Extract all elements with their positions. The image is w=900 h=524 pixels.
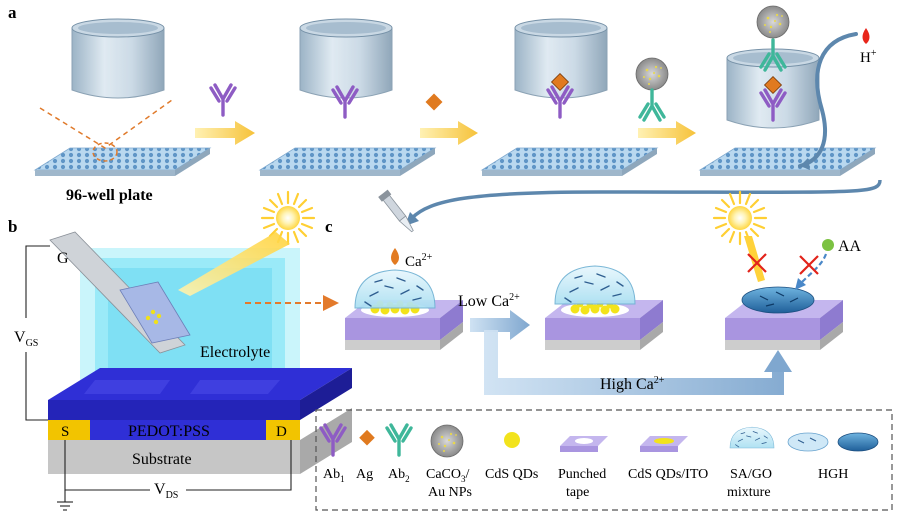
high-ca-label: High Ca bbox=[600, 376, 654, 393]
blocked-cross-icon-1 bbox=[747, 253, 767, 273]
legend-sago-icon bbox=[729, 426, 775, 449]
svg-text:Ab2: Ab2 bbox=[388, 467, 410, 484]
ca-drop-icon bbox=[391, 248, 399, 265]
legend-box bbox=[315, 409, 893, 511]
ca-superscript: 2+ bbox=[422, 252, 433, 263]
vgs-label: V bbox=[14, 329, 26, 346]
pipette-icon bbox=[378, 189, 414, 233]
legend-cds-ito-icon bbox=[640, 436, 688, 452]
svg-text:Low Ca2+: Low Ca2+ bbox=[458, 292, 520, 310]
legend-aunps-label: Au NPs bbox=[428, 485, 472, 500]
h-plus-label: H bbox=[860, 50, 871, 66]
legend-ab1-label: Ab bbox=[323, 467, 340, 482]
legend-cds-icon bbox=[504, 432, 520, 448]
electrolyte-label: Electrolyte bbox=[200, 344, 270, 361]
ab1-icon bbox=[209, 83, 237, 117]
legend-caco3-icon bbox=[430, 424, 464, 458]
ag-icon bbox=[425, 93, 443, 111]
legend-tape-line2: tape bbox=[566, 485, 589, 500]
np-ab2-icon bbox=[635, 57, 669, 91]
legend-ag-label: Ag bbox=[356, 467, 373, 482]
svg-text:VGS: VGS bbox=[14, 329, 38, 349]
aa-icon bbox=[822, 239, 834, 251]
legend-caco3-subscript: 3 bbox=[461, 474, 466, 484]
plate-label: 96-well plate bbox=[66, 187, 153, 204]
svg-text:H+: H+ bbox=[860, 48, 877, 66]
legend-cds-label: CdS QDs bbox=[485, 467, 538, 482]
legend-ab1-subscript: 1 bbox=[340, 474, 345, 484]
h-plus-superscript: + bbox=[871, 48, 877, 59]
vgs-subscript: GS bbox=[26, 338, 39, 349]
svg-text:Ab1: Ab1 bbox=[323, 467, 345, 484]
channel-label: PEDOT:PSS bbox=[128, 423, 210, 440]
legend-ag-icon bbox=[359, 429, 375, 446]
high-ca-superscript: 2+ bbox=[654, 375, 665, 386]
drain-label: D bbox=[276, 424, 287, 440]
legend-hgh-label: HGH bbox=[818, 467, 848, 482]
aa-label: AA bbox=[838, 238, 862, 255]
legend-sago-line2: mixture bbox=[727, 485, 771, 500]
source-label: S bbox=[61, 424, 69, 440]
legend-hgh-icon-1 bbox=[787, 432, 829, 452]
legend-caco3-slash: / bbox=[466, 467, 470, 482]
panel-a-label: a bbox=[8, 3, 17, 22]
gate-label: G bbox=[57, 250, 69, 267]
low-ca-label: Low Ca bbox=[458, 293, 509, 310]
legend-hgh-icon-2 bbox=[837, 432, 879, 452]
legend-caco3-label: CaCO bbox=[426, 467, 461, 482]
svg-text:VDS: VDS bbox=[154, 481, 178, 501]
h-plus-drop-icon bbox=[862, 28, 870, 44]
vds-label: V bbox=[154, 481, 166, 498]
legend-tape-icon bbox=[560, 436, 608, 452]
sun-icon-c bbox=[712, 190, 768, 246]
svg-text:High Ca2+: High Ca2+ bbox=[600, 375, 665, 393]
svg-text:CaCO3/: CaCO3/ bbox=[426, 467, 470, 484]
legend-tape-line1: Punched bbox=[558, 467, 606, 482]
legend-ab2-subscript: 2 bbox=[405, 474, 410, 484]
svg-text:Ca2+: Ca2+ bbox=[405, 252, 433, 270]
legend-sago-line1: SA/GO bbox=[730, 467, 772, 482]
ca-label: Ca bbox=[405, 254, 422, 270]
legend-cds-ito-label: CdS QDs/ITO bbox=[628, 467, 708, 482]
legend-ab2-label: Ab bbox=[388, 467, 405, 482]
legend-ab2-icon bbox=[385, 423, 413, 457]
panel-b-label: b bbox=[8, 217, 17, 236]
panel-c-label: c bbox=[325, 217, 333, 236]
low-ca-superscript: 2+ bbox=[509, 292, 520, 303]
vds-subscript: DS bbox=[166, 490, 179, 501]
substrate-label: Substrate bbox=[132, 451, 192, 468]
blocked-cross-icon-2 bbox=[799, 255, 819, 275]
